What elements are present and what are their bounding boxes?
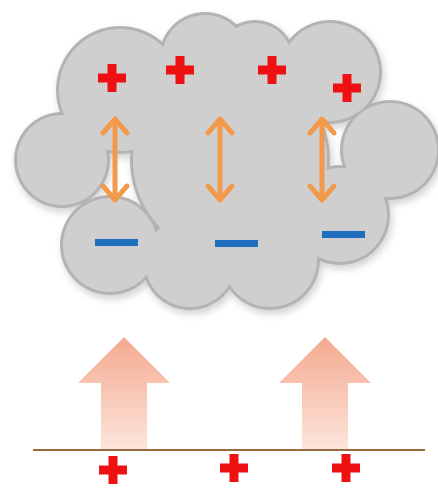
minus-sign-icon bbox=[215, 240, 258, 247]
minus-sign-icon bbox=[322, 231, 365, 238]
plus-sign-icon bbox=[258, 56, 286, 84]
up-arrow-icon bbox=[78, 337, 170, 450]
up-arrow-icon bbox=[279, 337, 371, 450]
thundercloud bbox=[14, 12, 438, 310]
plus-sign-icon bbox=[332, 454, 360, 482]
double-arrow-icon bbox=[307, 116, 337, 203]
double-arrow-icon bbox=[205, 116, 235, 203]
updraft-arrows bbox=[78, 337, 371, 450]
plus-sign-icon bbox=[99, 456, 127, 484]
cloud-positive-charges bbox=[98, 56, 361, 102]
minus-sign-icon bbox=[95, 239, 138, 246]
plus-sign-icon bbox=[166, 56, 194, 84]
cloud-negative-charges bbox=[95, 231, 365, 247]
ground-positive-charges bbox=[99, 454, 360, 484]
plus-sign-icon bbox=[333, 74, 361, 102]
plus-sign-icon bbox=[98, 64, 126, 92]
cloud-body bbox=[17, 15, 437, 307]
charge-separation-arrows bbox=[100, 116, 337, 203]
plus-sign-icon bbox=[220, 454, 248, 482]
double-arrow-icon bbox=[100, 116, 130, 203]
